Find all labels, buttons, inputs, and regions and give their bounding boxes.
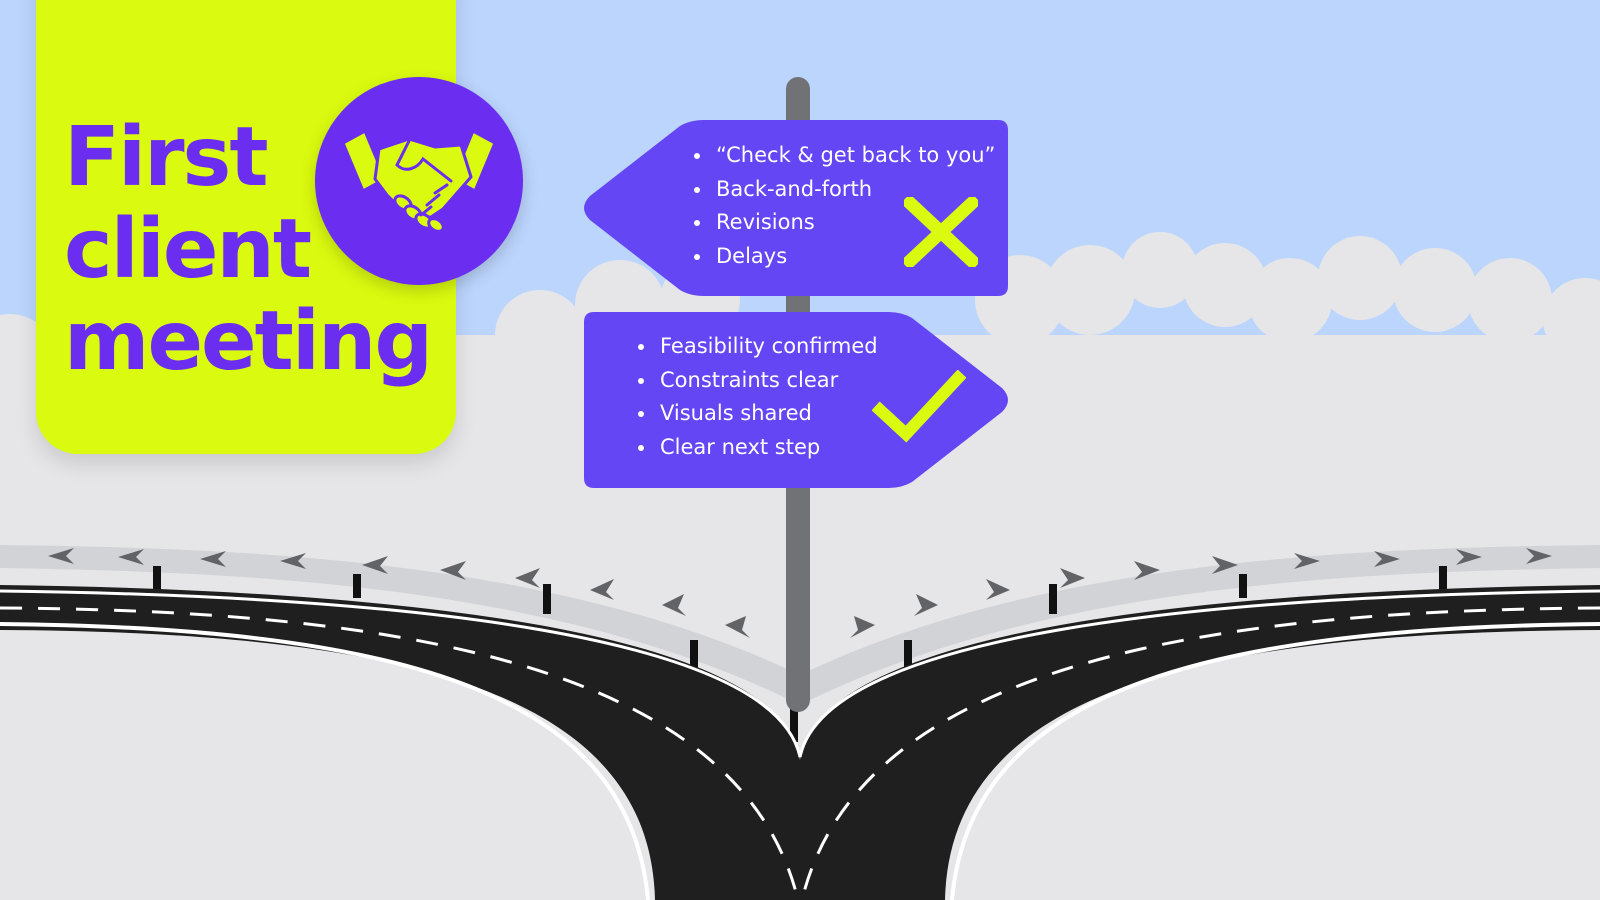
list-item: Back-and-forth [694,173,995,207]
title-line-1: First [64,110,269,205]
list-item: Delays [694,240,995,274]
sign-left-list: “Check & get back to you” Back-and-forth… [694,139,995,273]
forked-road [0,585,1600,900]
list-item: Constraints clear [638,364,878,398]
list-item: Revisions [694,206,995,240]
list-item: Feasibility confirmed [638,330,878,364]
list-item: Visuals shared [638,397,878,431]
sign-right-list: Feasibility confirmed Constraints clear … [638,330,878,464]
checkmark-icon [872,370,966,443]
title-line-3: meeting [64,294,433,389]
list-item: “Check & get back to you” [694,139,995,173]
handshake-badge [315,77,523,285]
cross-icon [904,197,978,267]
sign-left [584,120,1008,296]
title-line-2: client [64,202,312,297]
list-item: Clear next step [638,431,878,465]
guardrail [0,545,1600,742]
handshake-icon [341,129,497,233]
sign-right [584,312,1008,488]
page-title: First client meeting [64,110,433,389]
